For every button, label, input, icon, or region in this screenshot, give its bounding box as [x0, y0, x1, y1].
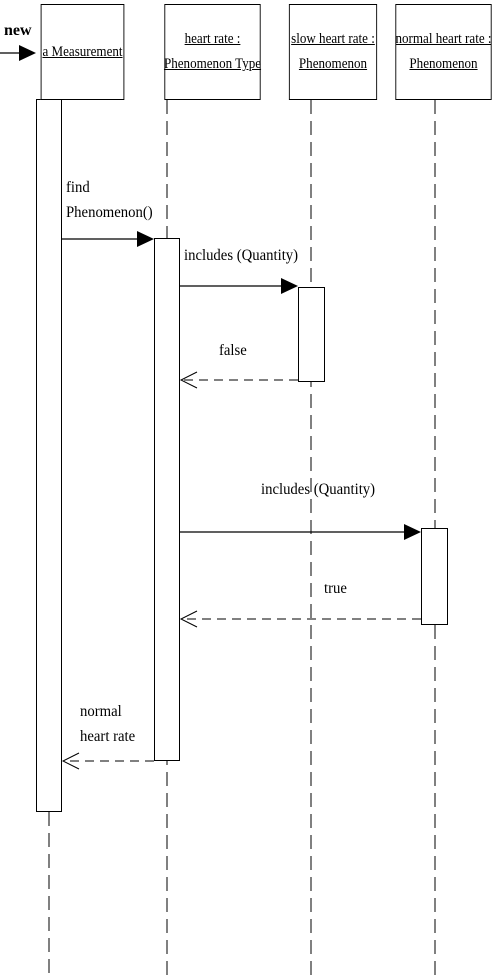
- activation-measurement: [36, 99, 62, 812]
- activation-slow-heart-rate: [298, 287, 325, 382]
- normal-heart-rate-return-arrowhead: [61, 752, 80, 770]
- object-name-phenomenon-type-line2: Phenomenon Type: [163, 56, 262, 72]
- message-label-includes-normal: includes (Quantity): [261, 481, 376, 498]
- message-label-find-line2: Phenomenon(): [66, 204, 153, 221]
- object-box-phenomenon-type: heart rate : Phenomenon Type: [163, 4, 262, 100]
- activation-normal-heart-rate: [421, 528, 448, 625]
- find-phenomenon-arrowhead: [137, 231, 154, 247]
- object-box-measurement: a Measurement: [40, 4, 125, 100]
- new-label: new: [4, 22, 32, 39]
- true-return-arrowhead: [179, 610, 198, 628]
- includes-slow-arrowhead: [281, 278, 298, 294]
- message-label-normal-heart-rate-line1: normal: [80, 703, 122, 720]
- includes-normal-arrowhead: [404, 524, 421, 540]
- message-label-true: true: [324, 580, 347, 597]
- object-name-measurement: a Measurement: [42, 43, 123, 60]
- object-name-phenomenon-type-line1: heart rate :: [184, 31, 241, 47]
- message-label-normal-heart-rate-line2: heart rate: [80, 728, 136, 745]
- false-return-arrowhead: [179, 371, 198, 389]
- message-label-false: false: [219, 342, 247, 359]
- object-box-slow-heart-rate: slow heart rate : Phenomenon: [288, 4, 378, 100]
- activation-phenomenon-type: [154, 238, 180, 761]
- message-label-find-line1: find: [66, 179, 90, 196]
- new-message-arrowhead: [19, 45, 36, 61]
- message-label-includes-slow: includes (Quantity): [184, 247, 299, 264]
- object-box-normal-heart-rate: normal heart rate : Phenomenon: [395, 4, 492, 100]
- object-name-slow-heart-rate-line1: slow heart rate :: [291, 31, 375, 47]
- object-name-normal-heart-rate-line2: Phenomenon: [409, 56, 478, 72]
- object-name-normal-heart-rate-line1: normal heart rate :: [395, 31, 492, 47]
- object-name-slow-heart-rate-line2: Phenomenon: [298, 56, 368, 72]
